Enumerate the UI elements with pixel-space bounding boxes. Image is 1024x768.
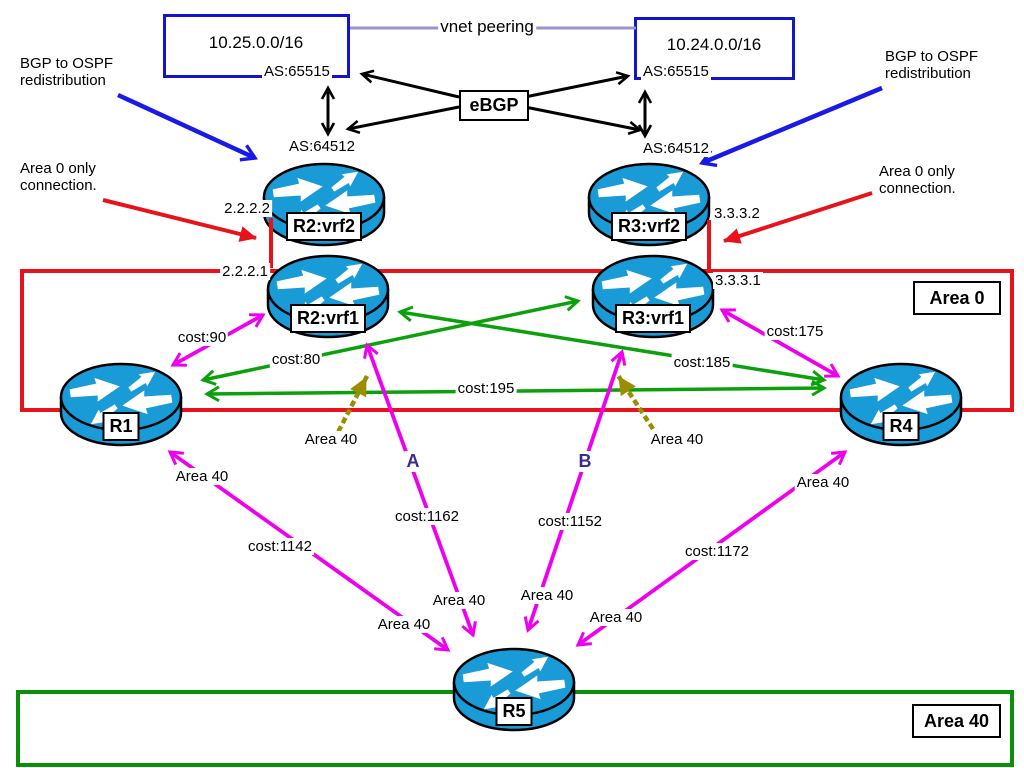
area0-box-label: Area 0 bbox=[913, 281, 1001, 315]
router-r4-label: R4 bbox=[882, 411, 920, 441]
bgp-redistribution-arrows bbox=[117, 85, 883, 168]
cost-r2vrf1-r5: cost:1162 bbox=[393, 508, 461, 526]
cost-r1-r5: cost:1142 bbox=[246, 538, 314, 556]
router-r5: R5 bbox=[451, 646, 577, 732]
router-r3-vrf1: R3:vrf1 bbox=[590, 253, 716, 339]
router-r2-vrf1-label: R2:vrf1 bbox=[289, 303, 367, 333]
router-r1: R1 bbox=[58, 361, 184, 447]
ebgp-arrows bbox=[320, 69, 653, 139]
router-r2-vrf1: R2:vrf1 bbox=[265, 253, 391, 339]
annotation-bgp-redistribution-right: BGP to OSPF redistribution bbox=[885, 48, 979, 83]
path-letter-b: B bbox=[576, 451, 594, 472]
ip-r3-vrf2: 3.3.3.2 bbox=[712, 205, 762, 223]
cost-r2vrf1-r4: cost:185 bbox=[671, 354, 733, 372]
vnet-right-cidr: 10.24.0.0/16 bbox=[664, 35, 764, 55]
vnet-left-cidr: 10.25.0.0/16 bbox=[206, 33, 306, 53]
router-r4: R4 bbox=[838, 361, 964, 447]
r3-vrf-interconnect bbox=[707, 220, 711, 272]
router-r3-vrf2: R3:vrf2 bbox=[586, 161, 712, 247]
ebgp-box: eBGP bbox=[459, 90, 529, 121]
area40-tag-r5-from-r3vrf1: Area 40 bbox=[518, 587, 576, 605]
router-r3-vrf1-label: R3:vrf1 bbox=[614, 303, 692, 333]
area0-boundary bbox=[20, 269, 1014, 412]
area40-tag-r3vrf1-pointer: Area 40 bbox=[648, 431, 706, 449]
area40-box-label: Area 40 bbox=[912, 704, 1001, 738]
cost-r1-r3vrf1: cost:80 bbox=[269, 351, 323, 369]
router-r2-vrf2: R2:vrf2 bbox=[261, 161, 387, 247]
r2-vrf-interconnect bbox=[269, 218, 273, 268]
cost-r3vrf1-r5: cost:1152 bbox=[536, 513, 604, 531]
cost-r3vrf1-r4: cost:175 bbox=[764, 323, 826, 341]
as64512-right-label: AS:64512 bbox=[641, 140, 711, 158]
area40-tag-r4-link: Area 40 bbox=[794, 474, 852, 492]
router-r1-label: R1 bbox=[102, 411, 140, 441]
router-r2-vrf2-label: R2:vrf2 bbox=[285, 211, 363, 241]
annotation-area0-only-left: Area 0 only connection. bbox=[20, 160, 97, 195]
cost-r1-r4: cost:195 bbox=[455, 380, 517, 398]
ip-r2-vrf2: 2.2.2.2 bbox=[222, 200, 272, 218]
vnet-left-asn: AS:65515 bbox=[262, 63, 332, 81]
cost-r1-r2vrf1: cost:90 bbox=[175, 329, 229, 347]
vnet-peering-label: vnet peering bbox=[438, 17, 536, 37]
area40-tag-r1-link: Area 40 bbox=[173, 468, 231, 486]
area40-tag-r5-from-r4: Area 40 bbox=[587, 609, 645, 627]
area40-pointer-arrows bbox=[331, 373, 661, 442]
annotation-area0-only-right: Area 0 only connection. bbox=[879, 163, 956, 198]
as64512-left-label: AS:64512 bbox=[287, 138, 357, 156]
vnet-right-asn: AS:65515 bbox=[641, 63, 711, 81]
ip-r3-vrf1: 3.3.3.1 bbox=[713, 272, 763, 290]
annotation-bgp-redistribution-left: BGP to OSPF redistribution bbox=[20, 55, 114, 90]
area0-only-arrows bbox=[102, 191, 873, 244]
ip-r2-vrf1: 2.2.2.1 bbox=[220, 263, 270, 281]
area40-tag-r5-from-r2vrf1: Area 40 bbox=[430, 592, 488, 610]
area40-tag-r2vrf1-pointer: Area 40 bbox=[302, 431, 360, 449]
router-r5-label: R5 bbox=[495, 696, 533, 726]
path-letter-a: A bbox=[404, 451, 422, 472]
router-r3-vrf2-label: R3:vrf2 bbox=[610, 211, 688, 241]
cost-r4-r5: cost:1172 bbox=[683, 543, 751, 561]
area40-tag-r5-from-r1: Area 40 bbox=[375, 616, 433, 634]
